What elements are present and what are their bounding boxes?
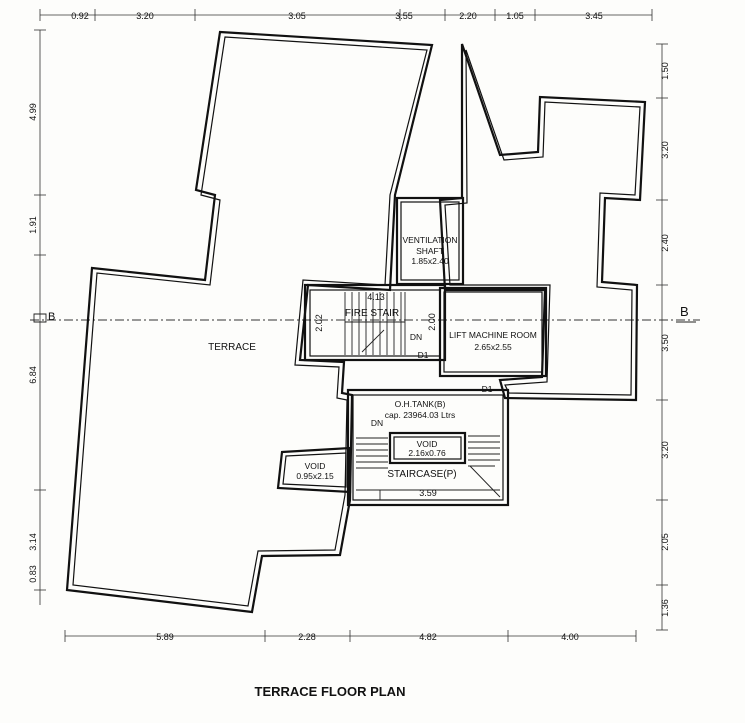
right-dim-5: 3.20 [660,441,670,459]
bottom-dimension-line [64,630,637,642]
left-dim-4: 3.14 [28,533,38,551]
staircase-dim: 3.59 [419,488,437,498]
fire-stair-width: 2.02 [314,314,324,332]
top-dim-3: 3.05 [288,11,306,21]
terrace-outline-inner [72,36,428,607]
right-dimension-line [656,43,668,631]
left-dim-1: 4.99 [28,103,38,121]
top-dim-2: 3.20 [136,11,154,21]
top-dim-4: 3.55 [395,11,413,21]
right-wing-outline [438,43,647,402]
bottom-dim-2: 2.28 [298,632,316,642]
lift-machine-room-inner [443,291,543,373]
lift-machine-room-outline [438,286,548,378]
left-void-label: VOID [305,461,326,471]
fire-stair-top-dim: 4.13 [367,292,385,302]
fire-stair-depth: 2.00 [427,313,437,331]
tank-stair-block-inner [352,394,504,501]
staircase-treads [356,435,501,500]
right-dim-4: 3.50 [660,334,670,352]
axis-marker-left [33,313,47,323]
left-dim-2: 1.91 [28,216,38,234]
terrace-label: TERRACE [208,342,256,353]
ventilation-shaft-size: 1.85x2.40 [411,256,449,266]
fire-stair-treads [344,292,406,355]
central-void-label: VOID [417,439,438,449]
ventilation-shaft-label-2: SHAFT [416,246,444,256]
staircase-dn: DN [371,418,383,428]
top-dimension-line [39,9,653,21]
fire-stair-label: FIRE STAIR [345,308,399,319]
fire-stair-dn: DN [410,332,422,342]
right-wing-outline-inner [444,49,641,396]
left-dim-3: 6.84 [28,366,38,384]
left-void-outline [276,446,352,494]
fire-stair-outline [303,283,447,362]
door-d1-fire-stair: D1 [418,350,429,360]
central-void-inner [393,436,462,460]
lift-machine-room-label: LIFT MACHINE ROOM [449,330,537,340]
central-void-size: 2.16x0.76 [408,448,446,458]
left-dimension-line [34,29,46,605]
right-dim-1: 1.50 [660,62,670,80]
left-void-inner [282,452,347,488]
right-dim-7: 1.36 [660,599,670,617]
axis-label-left: B [48,311,55,323]
left-void-size: 0.95x2.15 [296,471,334,481]
ventilation-shaft-inner [400,201,460,281]
top-dim-1: 0.92 [71,11,89,21]
axis-label-right: B [680,304,689,319]
drawing-title: TERRACE FLOOR PLAN [255,684,406,699]
central-void-outline [388,431,467,465]
lift-machine-room-size: 2.65x2.55 [474,342,512,352]
oh-tank-label: O.H.TANK(B) [395,399,446,409]
oh-tank-capacity: cap. 23964.03 Ltrs [385,410,455,420]
top-dim-7: 3.45 [585,11,603,21]
right-dim-3: 2.40 [660,234,670,252]
left-dim-5: 0.83 [28,565,38,583]
bottom-dim-1: 5.89 [156,632,174,642]
staircase-label: STAIRCASE(P) [387,469,456,480]
ventilation-shaft-label-1: VENTILATION [402,235,457,245]
bottom-dim-4: 4.00 [561,632,579,642]
top-dim-5: 2.20 [459,11,477,21]
right-dim-2: 3.20 [660,141,670,159]
bottom-dim-3: 4.82 [419,632,437,642]
right-dim-6: 2.05 [660,533,670,551]
top-dim-6: 1.05 [506,11,524,21]
